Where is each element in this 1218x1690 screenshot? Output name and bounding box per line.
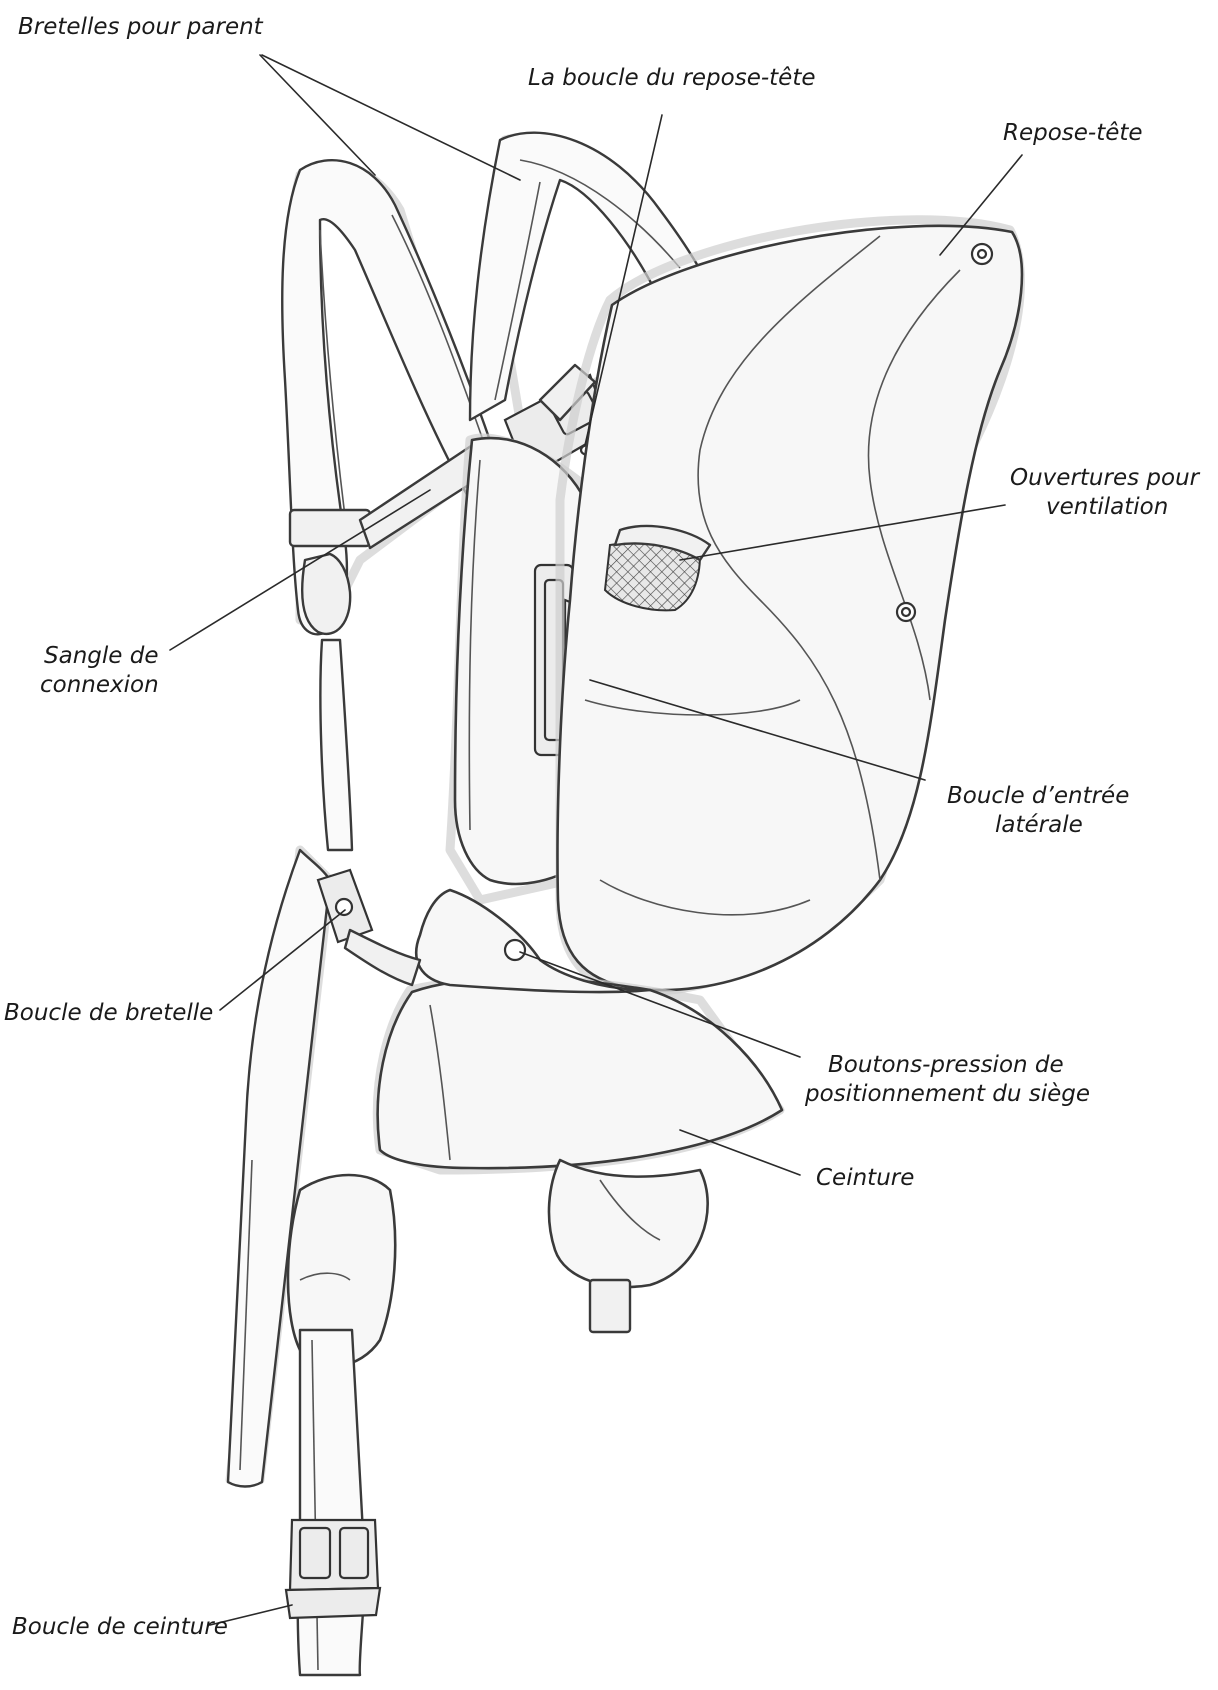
leader-boucle-bretelle — [219, 909, 346, 1011]
waist-belt-lower-strap — [296, 1328, 367, 1677]
label-sangle-line2: connexion — [40, 672, 159, 698]
leader-boutons — [519, 951, 801, 1058]
label-boucle-entree-line2: latérale — [995, 812, 1083, 838]
leader-ouvertures — [679, 504, 1006, 561]
waist-belt-buckle — [284, 1518, 382, 1620]
label-ouvertures-line1: Ouvertures pour — [1010, 465, 1201, 491]
waist-strap-left — [225, 845, 335, 1488]
label-boutons-line2: positionnement du siège — [804, 1081, 1090, 1107]
labels: Bretelles pour parent La boucle du repos… — [4, 14, 1201, 1640]
label-boucle-de-ceinture: Boucle de ceinture — [12, 1614, 228, 1640]
leader-boucle-repose-tete — [584, 114, 663, 446]
label-boucle-de-bretelle: Boucle de bretelle — [4, 1000, 213, 1026]
leader-boucle-ceinture — [209, 1604, 293, 1626]
ventilation-mesh — [603, 524, 712, 612]
label-bretelles-pour-parent: Bretelles pour parent — [18, 14, 264, 40]
leader-bretelles-2 — [261, 54, 521, 181]
label-ceinture: Ceinture — [816, 1165, 914, 1191]
shoulder-strap-left — [281, 158, 502, 852]
leader-bretelles-1 — [259, 54, 376, 176]
shoulder-buckle — [316, 868, 422, 987]
label-ouvertures-line2: ventilation — [1046, 494, 1168, 520]
label-repose-tete: Repose-tête — [1003, 120, 1143, 146]
leg-flap-left — [286, 1173, 397, 1368]
waist-belt — [372, 888, 785, 1334]
label-boucle-repose-tete: La boucle du repose-tête — [528, 65, 816, 91]
leader-boucle-entree — [589, 679, 926, 781]
leader-lines — [169, 54, 1023, 1626]
label-boucle-entree-line1: Boucle d’entrée — [947, 783, 1129, 809]
label-boutons-line1: Boutons-pression de — [828, 1052, 1064, 1078]
carrier-illustration — [225, 131, 1025, 1677]
leader-sangle — [169, 489, 431, 651]
leader-repose-tete — [939, 154, 1023, 256]
headrest-panel — [555, 215, 1025, 996]
label-sangle-line1: Sangle de — [44, 643, 158, 669]
leader-ceinture — [679, 1129, 801, 1176]
